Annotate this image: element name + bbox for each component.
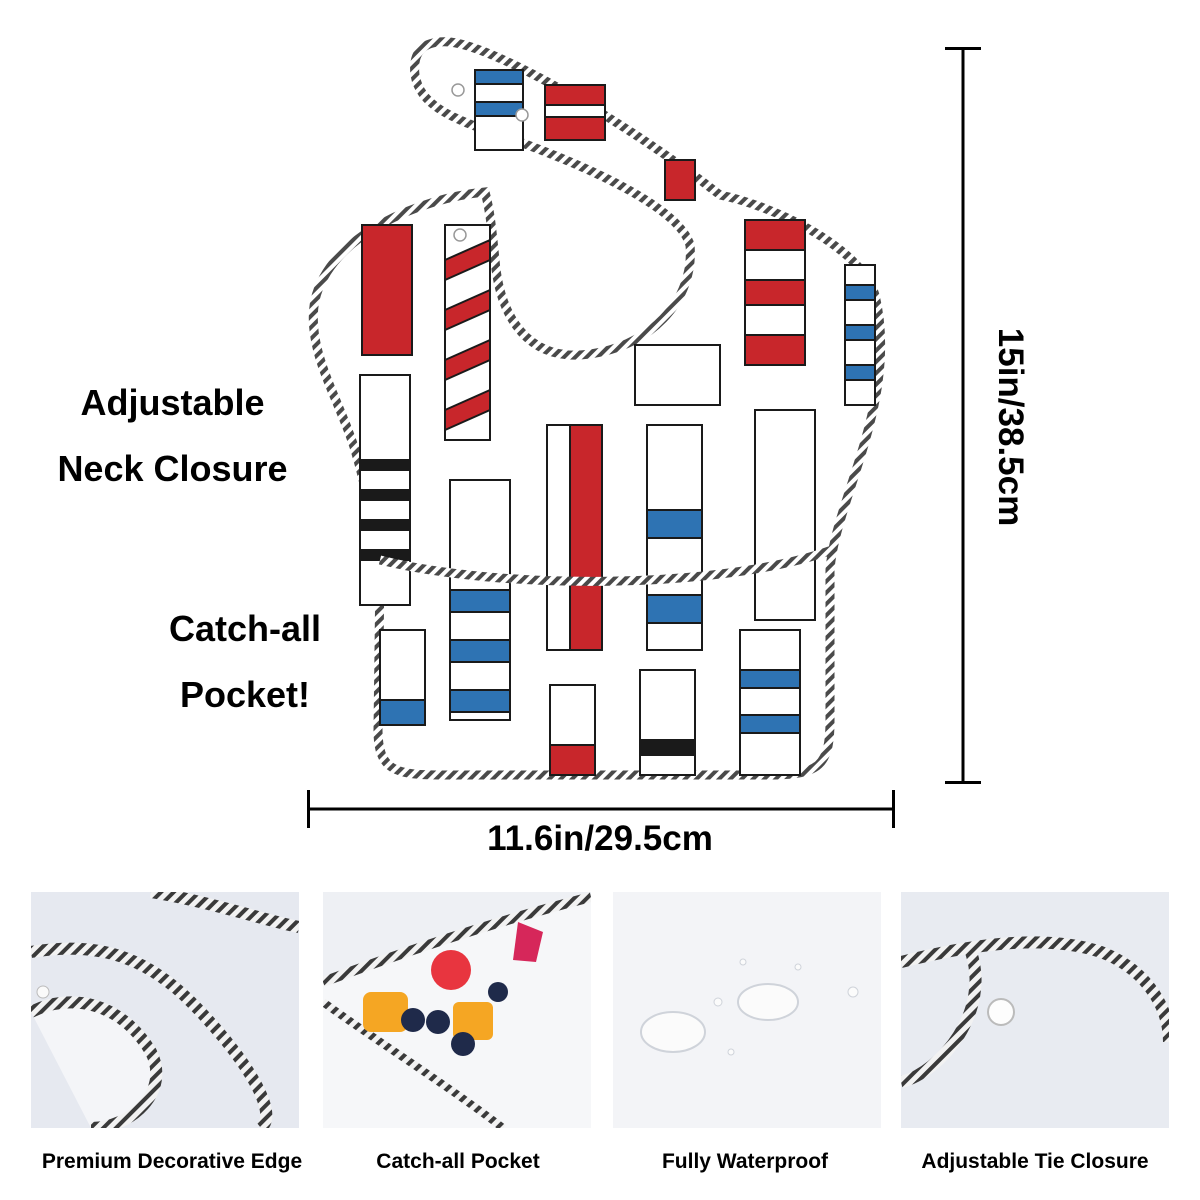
feature-caption-pocket: Catch-all Pocket <box>376 1150 540 1173</box>
neck-closure-line1: Adjustable <box>80 382 265 423</box>
tie-closure-photo <box>901 892 1169 1128</box>
catch-all-pocket-photo <box>323 892 591 1128</box>
feature-caption-tie-closure: Adjustable Tie Closure <box>921 1150 1149 1173</box>
pocket-line2: Pocket! <box>179 674 311 715</box>
pocket-line1: Catch-all <box>168 608 322 649</box>
neck-closure-label: Adjustable Neck Closure <box>40 370 305 502</box>
decorative-edge-photo <box>31 892 299 1128</box>
feature-caption-decorative-edge: Premium Decorative Edge <box>41 1150 303 1173</box>
height-dimension-line <box>945 47 981 784</box>
width-dimension-label: 11.6in/29.5cm <box>487 819 713 858</box>
feature-caption-waterproof: Fully Waterproof <box>661 1150 829 1173</box>
waterproof-photo <box>613 892 881 1128</box>
pocket-label: Catch-all Pocket! <box>120 596 370 728</box>
lighthouse-pattern <box>359 69 876 776</box>
bib-illustration <box>300 30 900 790</box>
height-dimension-label: 15in/38.5cm <box>991 327 1030 527</box>
neck-closure-line2: Neck Closure <box>57 448 288 489</box>
width-dimension-line <box>307 790 895 828</box>
